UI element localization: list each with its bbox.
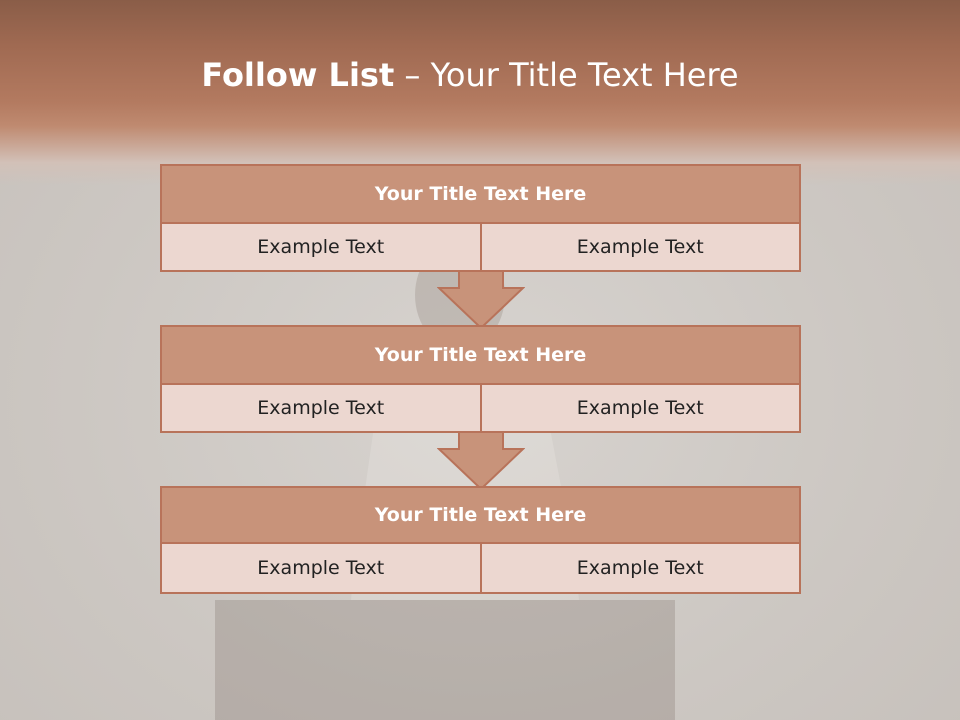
slide-title-rest: – Your Title Text Here xyxy=(394,56,739,94)
down-arrow-icon xyxy=(437,431,525,491)
header-band xyxy=(0,0,960,185)
down-arrow-icon xyxy=(437,270,525,330)
block-title: Your Title Text Here xyxy=(162,166,799,224)
block-row: Example Text Example Text xyxy=(162,224,799,270)
block-cell-right: Example Text xyxy=(576,557,704,579)
slide-title: Follow List – Your Title Text Here xyxy=(0,55,940,95)
slide-title-bold: Follow List xyxy=(201,56,395,94)
block-title: Your Title Text Here xyxy=(162,488,799,544)
follow-block-3: Your Title Text Here Example Text Exampl… xyxy=(160,486,801,594)
follow-block-2: Your Title Text Here Example Text Exampl… xyxy=(160,325,801,433)
block-cell-left: Example Text xyxy=(162,544,482,592)
block-row: Example Text Example Text xyxy=(162,544,799,592)
block-cell-left: Example Text xyxy=(162,385,482,431)
block-cell-left: Example Text xyxy=(162,224,482,270)
block-title: Your Title Text Here xyxy=(162,327,799,385)
block-cell-right: Example Text xyxy=(576,397,704,419)
follow-block-1: Your Title Text Here Example Text Exampl… xyxy=(160,164,801,272)
block-cell-right: Example Text xyxy=(576,236,704,258)
block-row: Example Text Example Text xyxy=(162,385,799,431)
